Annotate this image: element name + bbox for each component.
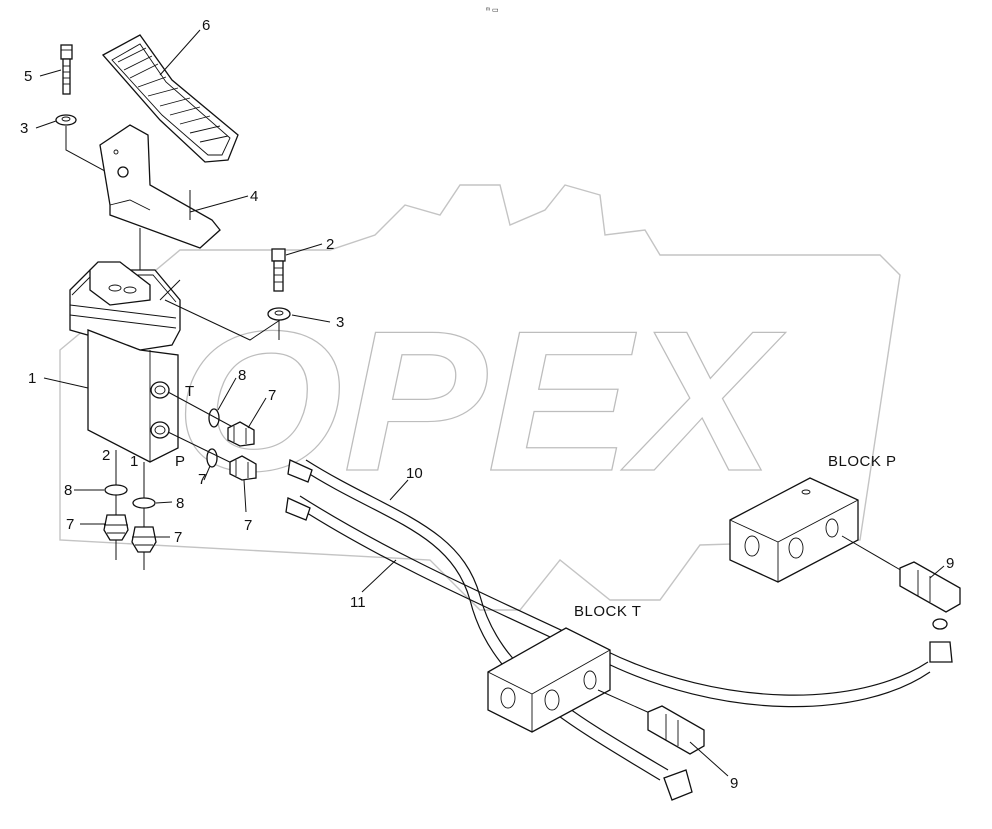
top-mark: ᵐ ▭	[486, 7, 499, 14]
callout-7-e: 7	[244, 517, 252, 534]
port-label-t: T	[185, 383, 194, 400]
port-label-p: P	[175, 453, 185, 470]
bolt-part-5	[60, 44, 73, 95]
watermark-gear	[59, 184, 901, 611]
fitting-part-9-p	[899, 561, 961, 663]
oring-part-8-t	[208, 408, 220, 428]
watermark-opex: OPEX	[175, 290, 786, 513]
callout-labels: 5 3 6 4 2 3 1 T P 8 7 2 1 7 8 8 7 7 7 10…	[20, 17, 954, 792]
callout-5: 5	[24, 68, 32, 85]
callout-2-port: 2	[102, 447, 110, 464]
watermark-text: OPEX	[174, 289, 787, 513]
fitting-part-7-port2	[103, 514, 129, 541]
fitting-part-7-t	[227, 421, 255, 447]
oring-part-8-port1	[132, 497, 156, 509]
washer-part-3-right	[267, 307, 291, 321]
block-p	[729, 477, 859, 583]
oring-part-8-port2	[104, 484, 128, 496]
callout-7-b: 7	[198, 471, 206, 488]
leader-lines	[35, 29, 945, 777]
callout-10: 10	[406, 465, 423, 482]
block-p-label: BLOCK P	[828, 453, 897, 470]
callout-8-b: 8	[64, 482, 72, 499]
block-t	[487, 627, 611, 733]
callout-9-a: 9	[946, 555, 954, 572]
fitting-part-7-p	[229, 455, 257, 481]
washer-part-3-left	[55, 114, 77, 126]
callout-4: 4	[250, 188, 258, 205]
callout-8-c: 8	[176, 495, 184, 512]
oring-part-8-p	[206, 448, 218, 468]
callout-9-b: 9	[730, 775, 738, 792]
fitting-part-9-t	[647, 705, 705, 801]
callout-3-left: 3	[20, 120, 28, 137]
bolt-part-2	[271, 248, 286, 292]
callout-1-main: 1	[28, 370, 36, 387]
callout-11: 11	[350, 594, 366, 611]
callout-8-a: 8	[238, 367, 246, 384]
callout-7-a: 7	[268, 387, 276, 404]
callout-3-right: 3	[336, 314, 344, 331]
callout-2-top: 2	[326, 236, 334, 253]
fitting-part-7-port1	[131, 526, 157, 553]
valve-part-1	[69, 261, 181, 463]
pedal-part-6	[101, 34, 239, 163]
callout-7-d: 7	[174, 529, 182, 546]
callout-7-c: 7	[66, 516, 74, 533]
callout-1-port: 1	[130, 453, 138, 470]
block-t-label: BLOCK T	[574, 603, 641, 620]
callout-6: 6	[202, 17, 210, 34]
